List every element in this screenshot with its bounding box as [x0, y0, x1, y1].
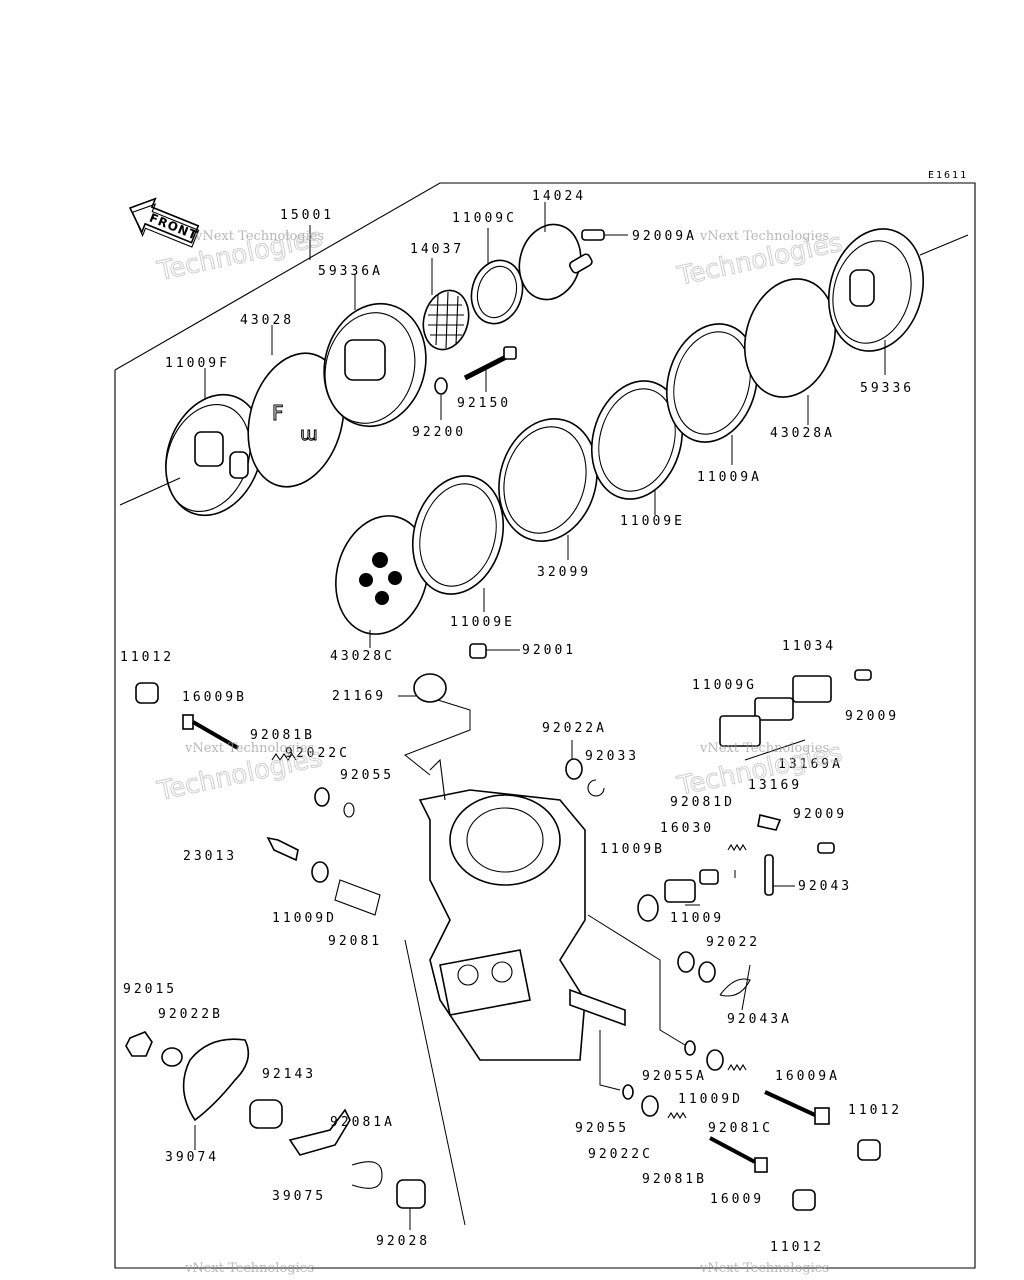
diagram-code: E1611: [928, 170, 968, 181]
label-11009E-lower: 11009E: [450, 615, 515, 630]
label-39075: 39075: [272, 1189, 326, 1204]
label-92022: 92022: [706, 935, 760, 950]
label-92009-b: 92009: [793, 807, 847, 822]
label-11009G: 11009G: [692, 678, 757, 693]
bolt-92150: [463, 346, 517, 381]
label-59336A: 59336A: [318, 264, 383, 279]
gasket-11009E-upper: [590, 380, 684, 500]
label-11034: 11034: [782, 639, 836, 654]
label-92055-b: 92055: [575, 1121, 629, 1136]
carburetor-body: [418, 758, 626, 1061]
label-11009D-b: 11009D: [678, 1092, 743, 1107]
label-21169: 21169: [332, 689, 386, 704]
diaphragm-43028A: [743, 278, 837, 398]
label-92055-a: 92055: [340, 768, 394, 783]
label-13169: 13169: [748, 778, 802, 793]
body-32099: [498, 418, 598, 542]
diaphragm-43028C: [335, 515, 429, 635]
label-32099: 32099: [537, 565, 591, 580]
label-11009: 11009: [670, 911, 724, 926]
screw-92009A: [581, 229, 628, 241]
watermark-2: vNext Technologies: [699, 229, 829, 244]
label-11012-b: 11012: [848, 1103, 902, 1118]
label-11009F: 11009F: [165, 356, 230, 371]
svg-text:ɯ: ɯ: [300, 424, 318, 445]
label-92043: 92043: [798, 879, 852, 894]
washer-92200: [434, 377, 448, 395]
label-14024: 14024: [532, 189, 586, 204]
part-labels: 15001 59336A 43028 11009F 14037 11009C 1…: [120, 189, 914, 1255]
label-92081C: 92081C: [708, 1121, 773, 1136]
diaphragm-43028: F ɯ: [247, 352, 345, 488]
label-15001: 15001: [280, 208, 334, 223]
label-39074: 39074: [165, 1150, 219, 1165]
label-92022B: 92022B: [158, 1007, 223, 1022]
label-92001: 92001: [522, 643, 576, 658]
label-11012-a: 11012: [120, 650, 174, 665]
label-43028A: 43028A: [770, 426, 835, 441]
label-11009B: 11009B: [600, 842, 665, 857]
screen-14037: [422, 289, 470, 351]
gasket-11009A: [665, 323, 759, 443]
label-92150: 92150: [457, 396, 511, 411]
label-14037: 14037: [410, 242, 464, 257]
label-16009B: 16009B: [182, 690, 247, 705]
watermark-1: vNext Technologies: [194, 229, 324, 244]
label-92081B: 92081B: [250, 728, 315, 743]
label-43028: 43028: [240, 313, 294, 328]
label-13169A: 13169A: [778, 757, 843, 772]
label-92009A: 92009A: [632, 229, 697, 244]
label-92022C-a: 92022C: [285, 746, 350, 761]
label-16009A: 16009A: [775, 1069, 840, 1084]
watermark-6: vNext Technologies: [699, 1261, 829, 1276]
label-92022A: 92022A: [542, 721, 607, 736]
label-92200: 92200: [412, 425, 466, 440]
label-92015: 92015: [123, 982, 177, 997]
label-11009D-a: 11009D: [272, 911, 337, 926]
label-92081B-b: 92081B: [642, 1172, 707, 1187]
watermark-4: vNext Technologies: [699, 741, 829, 756]
label-11012-c: 11012: [770, 1240, 824, 1255]
label-11009A: 11009A: [697, 470, 762, 485]
label-92033: 92033: [585, 749, 639, 764]
label-59336: 59336: [860, 381, 914, 396]
label-92143: 92143: [262, 1067, 316, 1082]
label-11009C: 11009C: [452, 211, 517, 226]
label-43028C: 43028C: [330, 649, 395, 664]
cover-11009F: [119, 393, 263, 517]
label-92081A: 92081A: [330, 1115, 395, 1130]
label-92043A: 92043A: [727, 1012, 792, 1027]
label-11009E-upper: 11009E: [620, 514, 685, 529]
label-16030: 16030: [660, 821, 714, 836]
label-23013: 23013: [183, 849, 237, 864]
cover-59336: [827, 228, 969, 352]
label-92028: 92028: [376, 1234, 430, 1249]
small-parts: [125, 643, 881, 1211]
label-92055A: 92055A: [642, 1069, 707, 1084]
gasket-11009E-lower: [411, 475, 505, 595]
watermark-3: vNext Technologies: [184, 741, 314, 756]
watermark-5: vNext Technologies: [184, 1261, 314, 1276]
frame-outline: [114, 182, 976, 1269]
cover-59336A: [323, 302, 427, 428]
svg-text:F: F: [272, 401, 284, 425]
cap-14024: [518, 223, 593, 301]
label-16009: 16009: [710, 1192, 764, 1207]
front-arrow-icon: FRONT: [128, 197, 200, 248]
label-92022C-b: 92022C: [588, 1147, 653, 1162]
label-92081D: 92081D: [670, 795, 735, 810]
label-92081: 92081: [328, 934, 382, 949]
label-92009-a: 92009: [845, 709, 899, 724]
